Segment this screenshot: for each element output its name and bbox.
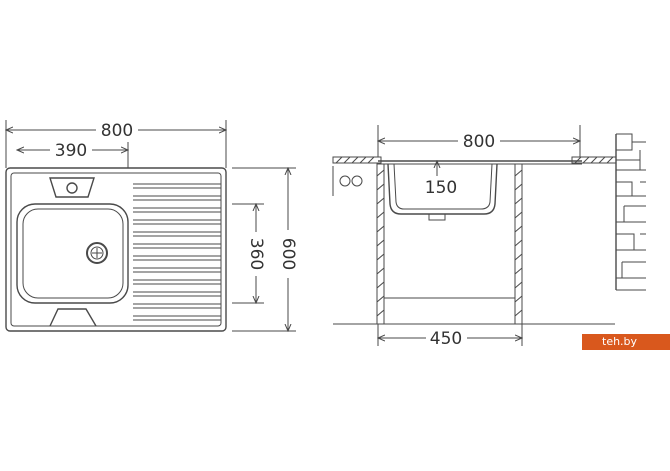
overflow-bracket <box>49 308 97 327</box>
dim-bowl-width-label: 390 <box>55 141 87 161</box>
bowl-inner <box>22 208 124 299</box>
dim-total-depth: 600 <box>232 168 298 331</box>
dim-cabinet-width-label: 450 <box>430 329 462 349</box>
drain-stub <box>428 213 446 221</box>
watermark-badge <box>582 334 670 350</box>
sink-inner-rim <box>10 172 222 327</box>
top-view: 800 390 360 600 <box>6 120 298 331</box>
dim-total-depth-label: 600 <box>278 238 298 270</box>
countertop-right <box>571 156 617 164</box>
pipe-hole-2 <box>351 175 363 187</box>
faucet-mount <box>49 177 95 198</box>
dim-total-width: 800 <box>6 120 226 168</box>
sink-outline <box>5 167 227 332</box>
countertop-left <box>332 156 382 164</box>
side-view: 800 150 450 <box>332 125 646 349</box>
dim-bowl-height-label: 150 <box>425 178 457 198</box>
cabinet-right-wall <box>514 163 523 325</box>
dim-bowl-depth: 360 <box>232 204 266 303</box>
cabinet-left-wall <box>376 163 385 325</box>
dim-side-width-label: 800 <box>463 132 495 152</box>
pipe-hole-1 <box>339 175 351 187</box>
watermark-text: teh.by <box>602 335 638 348</box>
drainboard-grooves <box>133 183 221 321</box>
dim-side-width: 800 <box>378 125 580 157</box>
dim-bowl-width: 390 <box>17 141 128 168</box>
bowl-outline <box>16 203 129 304</box>
drain-icon <box>86 242 108 264</box>
dim-cabinet-width: 450 <box>378 324 522 349</box>
dim-bowl-depth-label: 360 <box>246 238 266 270</box>
dim-total-width-label: 800 <box>101 121 133 141</box>
brick-wall <box>615 133 646 291</box>
